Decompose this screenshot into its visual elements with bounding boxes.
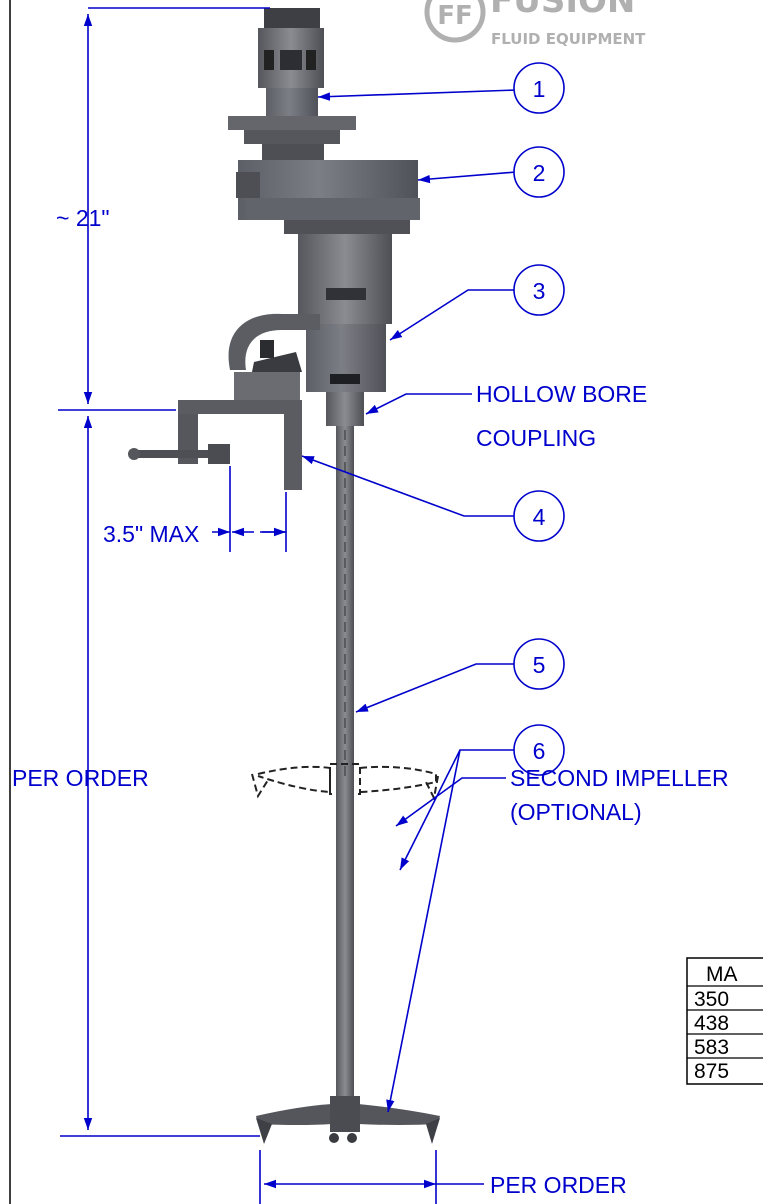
dimension-lines: [58, 7, 484, 1204]
table-row: 583: [694, 1036, 729, 1059]
callout-circle-6: [513, 724, 565, 776]
dim-top-height: ~ 21": [56, 205, 110, 231]
callout-6: 6: [533, 738, 546, 764]
dim-impeller-diameter: PER ORDER: [490, 1172, 627, 1198]
callout-circle-5: [513, 638, 565, 690]
callout-1: 1: [533, 76, 546, 102]
callout-5: 5: [533, 652, 546, 678]
dim-clamp-max: 3.5" MAX: [103, 521, 199, 547]
second-impeller-optional: [251, 763, 439, 802]
logo-subtitle: FLUID EQUIPMENT: [491, 30, 646, 48]
logo-monogram: FF: [437, 1, 473, 31]
leader-lines: [301, 89, 517, 1113]
callout-circle-1: [513, 62, 565, 114]
note-coupling-line1: HOLLOW BORE: [476, 381, 647, 407]
spec-table: MA 350 438 583 875: [686, 957, 763, 1085]
note-second-impeller-line1: SECOND IMPELLER: [510, 765, 729, 791]
callout-circle-4: [513, 490, 565, 542]
table-row: 438: [694, 1012, 729, 1035]
note-second-impeller-line2: (OPTIONAL): [510, 799, 642, 825]
bottom-impeller: [256, 1096, 440, 1144]
table-header: MA: [706, 963, 738, 986]
dim-shaft-length: PER ORDER: [12, 765, 149, 791]
callout-2: 2: [533, 160, 546, 186]
callout-3: 3: [533, 278, 546, 304]
table-row: 875: [694, 1060, 729, 1083]
table-row: 350: [694, 988, 729, 1011]
mixer-body: [128, 8, 440, 1144]
callout-circle-2: [513, 146, 565, 198]
callout-circle-3: [513, 264, 565, 316]
callout-4: 4: [533, 504, 546, 530]
fusion-logo: FF FUSION FLUID EQUIPMENT: [424, 0, 646, 48]
callout-balloons: 1 2 3 4 5 6: [513, 62, 565, 776]
logo-word: FUSION: [490, 0, 635, 21]
note-coupling-line2: COUPLING: [476, 425, 596, 451]
